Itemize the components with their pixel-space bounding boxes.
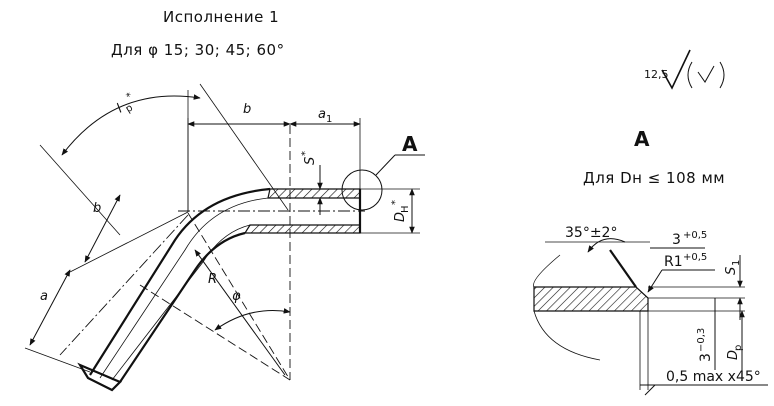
detail-break-bottom: [533, 310, 601, 361]
detail-chamfer-label: 0,5 max x45°: [666, 369, 761, 385]
ext-line-lp-left: [39, 144, 121, 236]
detail-depth-label: 3: [698, 353, 714, 362]
detail-dp-label: D: [726, 350, 741, 360]
detail-angle-label: 35°±2°: [565, 225, 617, 241]
dim-s-star: *: [300, 151, 311, 156]
detail-gap-tol: +0,5: [683, 230, 707, 241]
pipe-inner-wall-1: [99, 197, 269, 379]
dim-dn-sub: H: [400, 205, 411, 213]
detail-callout-label: A: [402, 132, 418, 156]
dim-a1-sub: 1: [326, 114, 332, 125]
dim-b-top-label: b: [243, 102, 251, 117]
construction-radial: [139, 284, 291, 381]
dim-arc-lp: [61, 94, 201, 156]
detail-angle-arc: [587, 238, 626, 253]
detail-a-condition: Для Dн ≤ 108 мм: [583, 169, 725, 187]
detail-callout-leader: [375, 154, 396, 176]
detail-dp-sub: p: [733, 345, 744, 351]
detail-callout-circle: [341, 169, 383, 211]
detail-bevel-line: [609, 249, 637, 288]
dim-arc-phi: [214, 308, 291, 331]
ext-line-b-left: [69, 211, 189, 273]
detail-radius-leader: [647, 269, 663, 293]
detail-a-view: 35°±2° 3 +0,5 R1 +0,5 S 1 3 −0,3 D p: [533, 225, 768, 396]
page-title: Исполнение 1: [163, 8, 279, 26]
detail-s1-label: S: [724, 267, 739, 275]
dim-phi-label: φ: [232, 289, 241, 304]
detail-s1-sub: 1: [731, 260, 742, 266]
centerline-inclined: [59, 214, 189, 356]
dim-lp-star: *: [124, 91, 134, 103]
detail-wall-hatch: [533, 286, 649, 312]
roughness-paren-left: [687, 61, 693, 89]
dim-line-r: [194, 249, 286, 376]
roughness-symbol: 12,5: [644, 49, 725, 90]
dim-lp-label-group: l p *: [114, 91, 135, 117]
dim-line-a-left: [29, 269, 71, 346]
dim-dn-label-group: D H *: [390, 200, 411, 222]
dim-a-left-label: a: [40, 289, 48, 304]
bent-pipe-view: R φ l p * b a 1 S * D: [24, 83, 425, 392]
detail-break-top: [533, 254, 561, 288]
page-subtitle: Для φ 15; 30; 45; 60°: [111, 41, 285, 59]
dim-dn-star: *: [390, 200, 401, 205]
dim-lp-label: l: [114, 102, 125, 117]
detail-s1-label-group: S 1: [724, 260, 742, 275]
dim-r-label: R: [208, 272, 217, 287]
detail-dp-label-group: D p: [726, 345, 744, 360]
detail-radius-tol: +0,5: [683, 252, 707, 263]
pipe-wall-bottom-hatch: [243, 224, 361, 234]
ext-line-a-left: [24, 347, 91, 373]
dim-a1-label: a: [318, 107, 326, 122]
roughness-check-main: [661, 49, 691, 90]
pipe-inner-wall-2: [111, 224, 251, 381]
detail-chamfer-leader: [644, 384, 656, 396]
detail-a-title: A: [634, 127, 650, 151]
pipe-wall-top-hatch: [267, 188, 361, 199]
leader-b-top: [199, 83, 289, 211]
detail-depth-tol: −0,3: [696, 328, 707, 352]
dim-line-b-left: [84, 194, 121, 263]
dim-dn-label: D: [393, 212, 408, 222]
pipe-outer-contour: [89, 187, 271, 376]
detail-gap-label: 3: [672, 232, 681, 248]
dim-lp-sub: p: [124, 103, 135, 116]
dim-b-left-label: b: [93, 201, 101, 216]
dim-s-label: S: [303, 157, 318, 165]
roughness-paren-right: [719, 61, 725, 89]
detail-depth-label-group: 3 −0,3: [696, 328, 714, 362]
dim-s-label-group: S *: [300, 151, 318, 165]
pipe-end-cap: [77, 362, 122, 392]
detail-radius-label: R1: [664, 254, 683, 270]
pipe-inner-contour: [119, 231, 246, 383]
construction-radial-2: [187, 212, 291, 381]
roughness-check-small: [697, 65, 715, 83]
